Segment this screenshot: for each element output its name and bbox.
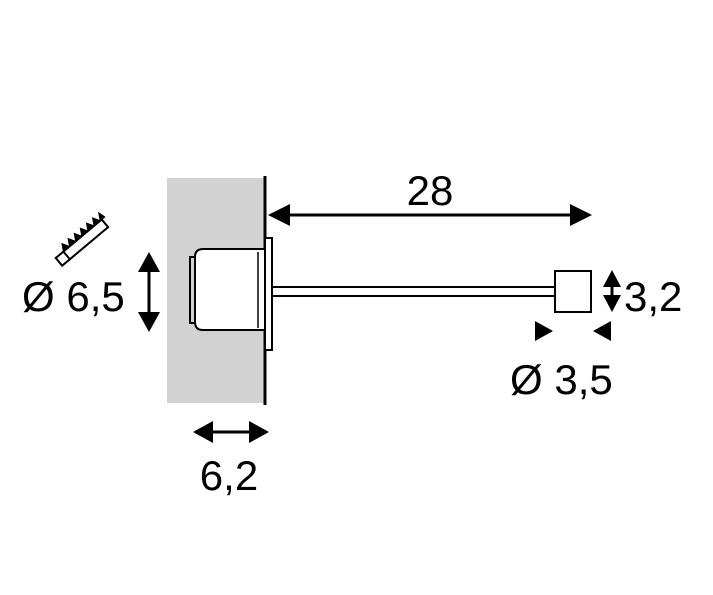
- dimension-hole-diameter: Ø 6,5: [22, 252, 160, 332]
- cable: [272, 286, 555, 297]
- label-depth: 6,2: [200, 452, 258, 499]
- dimension-end-diameter: Ø 3,5: [510, 321, 613, 403]
- dimension-cable-length: 28: [268, 167, 592, 226]
- arrowhead-inward-right: [593, 321, 611, 341]
- housing: [189, 237, 273, 351]
- arrowhead-up-32: [603, 270, 621, 287]
- cable-end-connector: [554, 270, 592, 313]
- label-hole-diameter: Ø 6,5: [22, 273, 125, 320]
- arrowhead-down: [138, 312, 160, 332]
- arrowhead-down-32: [603, 295, 621, 312]
- arrowhead-right-62: [249, 421, 269, 443]
- arrowhead-left: [268, 204, 290, 226]
- arrowhead-inward-left: [535, 321, 553, 341]
- label-cable-length: 28: [407, 167, 454, 214]
- dimension-end-height: 3,2: [603, 270, 682, 320]
- arrowhead-right: [570, 204, 592, 226]
- dimension-depth: 6,2: [193, 421, 269, 499]
- housing-bracket-left: [189, 256, 196, 324]
- housing-body: [194, 248, 265, 331]
- label-end-height: 3,2: [624, 273, 682, 320]
- arrowhead-up: [138, 252, 160, 272]
- label-end-diameter: Ø 3,5: [510, 356, 613, 403]
- arrowhead-left-62: [193, 421, 213, 443]
- housing-flange: [264, 237, 273, 351]
- hole-saw-icon: [54, 211, 110, 268]
